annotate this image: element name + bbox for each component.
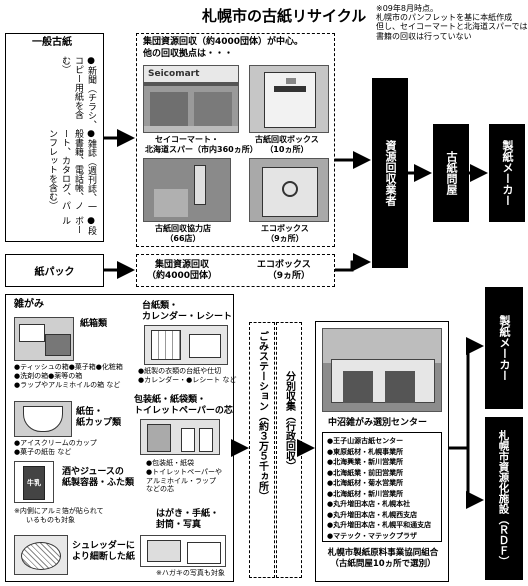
collection-points-box: 集団資源回収（約4000団体）が中心。 他の回収拠点は・・・ Seicomart…: [136, 33, 335, 247]
paper-pack-collection-box: 集団資源回収 （約4000団体） エコボックス （9ヵ所）: [136, 254, 335, 287]
general-paper-box: 一般古紙 ●新聞（チラシ、コピー用紙を含む） ●雑誌（週刊誌、一般書籍、電話帳、…: [5, 33, 104, 242]
misc-paper-box: 雑がみ 紙箱類 ●ティッシュの箱●菓子箱●化粧箱 ●洗剤の箱●薬等の箱 ●ラップ…: [5, 294, 237, 582]
sorting-center-photo: [322, 328, 442, 412]
sorting-center-title: 中沼雑がみ選別センター: [328, 418, 428, 428]
collection-heading: 集団資源回収（約4000団体）が中心。: [143, 37, 304, 47]
shredder-label: シュレッダーに より細断した紙: [72, 541, 135, 563]
company-item: ●丸升増田本店・札幌西支店: [327, 510, 418, 519]
general-item: ●雑誌（週刊誌、一般書籍、電話帳、ノート、カタログ、パンフレットを含む）: [47, 129, 96, 212]
postcard-label: はがき・手紙・ 封筒・写真: [156, 509, 220, 531]
separate-collection-box: 分別収集（行政回収）: [276, 322, 302, 578]
company-item: ●王子山源古紙センター: [327, 437, 404, 445]
collection-sub: 他の回収拠点は・・・: [143, 49, 234, 59]
misc-paper-header: 雑がみ: [14, 299, 44, 310]
recycling-dealer-label: 資源回収業者: [384, 140, 397, 206]
rdf-facility-box: 札幌市資源化施設（ＲＤＦ）: [485, 417, 523, 580]
juice-note: ※内側にアルミ箔が貼られて いるものも対象: [14, 507, 104, 524]
general-item: ●段ボール: [60, 216, 96, 236]
juice-label: 酒やジュースの 紙製容器・ふた類: [62, 467, 135, 489]
bag-icon: [140, 419, 220, 455]
rdf-facility-label: 札幌市資源化施設（ＲＤＦ）: [497, 430, 510, 567]
card-label: 台紙類・ カレンダー・レシート: [142, 301, 233, 323]
cup-label: 紙缶・ 紙カップ類: [76, 407, 122, 429]
company-item: ●丸升増田本店・札幌本社: [327, 500, 411, 508]
shredded-paper-icon: [14, 535, 68, 575]
cooperating-shop-photo: [143, 158, 231, 222]
note-line: 札幌市のパンフレットを基に本紙作成: [376, 13, 513, 23]
note-line: 但し、セイコーマートと北海道スパーでは、: [376, 22, 528, 32]
company-item: ●マテック・マテックプラザ: [327, 531, 417, 540]
company-item: ●北海紙材・新川営業所: [327, 489, 404, 498]
note-line: 書籍の回収は行っていない: [376, 31, 472, 41]
pack-eco-box: エコボックス （9ヵ所）: [257, 260, 311, 282]
separate-collection-label: 分別収集（行政回収）: [283, 371, 295, 471]
paper-maker-label: 製紙メーカー: [501, 140, 514, 206]
cooperating-shop-caption: 古紙回収協力店 （66店）: [155, 224, 211, 243]
milk-carton-icon: 牛乳: [14, 461, 54, 503]
source-note: ※09年8月時点。 札幌市のパンフレットを基に本紙作成 但し、セイコーマートと北…: [376, 4, 528, 41]
arrow-pack-to-dealer: [335, 253, 371, 272]
paper-wholesaler-box: 古紙問屋: [433, 124, 469, 222]
paper-box-icon: [14, 317, 74, 361]
eco-box-photo: [249, 158, 329, 222]
company-item: ●丸升増田本店・札幌平和通支店: [327, 521, 432, 529]
seicomart-photo: Seicomart: [143, 65, 239, 133]
paper-wholesaler-label: 古紙問屋: [445, 151, 458, 195]
company-list: ●王子山源古紙センター ●東原紙材・札幌事業所 ●北海興業・新川営業所 ●北海紙…: [322, 432, 442, 542]
paper-box-notes: ●ティッシュの箱●菓子箱●化粧箱 ●洗剤の箱●薬等の箱 ●ラップやアルミホイルの…: [14, 363, 123, 389]
paper-pack-label: 紙パック: [34, 267, 75, 278]
bag-label: 包装紙・紙袋類・ トイレットペーパーの芯: [134, 395, 233, 417]
company-item: ●北海興業・新川営業所: [327, 458, 404, 466]
pack-group-collection: 集団資源回収 （約4000団体）: [147, 260, 218, 282]
card-icon: [144, 325, 228, 365]
recycling-dealer-box: 資源回収業者: [372, 78, 408, 268]
postcard-icon: [140, 535, 226, 567]
paper-maker-box: 製紙メーカー: [489, 124, 525, 222]
postcard-note: ※ハガキの写真も対象: [156, 569, 225, 577]
garbage-station-box: ごみステーション（約３万５千ヵ所）: [249, 322, 275, 578]
card-notes: ●紙製の衣類の台紙や仕切 ●カレンダー・●レシート など: [138, 367, 237, 384]
seicomart-sign: Seicomart: [148, 69, 200, 79]
note-line: ※09年8月時点。: [376, 4, 438, 13]
paper-box-label: 紙箱類: [80, 319, 108, 329]
general-paper-header: 一般古紙: [32, 37, 72, 48]
cup-notes: ●アイスクリームのカップ ●菓子の紙缶 など: [14, 439, 97, 456]
sorting-center-footer: 札幌市製紙原料事業協同組合 （古紙問屋10ヵ所で選別）: [327, 548, 439, 570]
company-item: ●北海紙材・菊水営業所: [327, 479, 404, 487]
page-title: 札幌市の古紙リサイクル: [202, 7, 367, 25]
cup-icon: [14, 401, 72, 437]
paper-pack-box: 紙パック: [5, 254, 104, 287]
paper-maker-output-label: 製紙メーカー: [498, 315, 511, 381]
paper-maker-output-box: 製紙メーカー: [485, 287, 523, 409]
seicomart-caption: セイコーマート・ 北海道スパー（市内360ヵ所）: [145, 135, 258, 154]
company-item: ●東原紙材・札幌事業所: [327, 447, 404, 456]
collection-box-caption: 古紙回収ボックス （10ヵ所）: [255, 135, 319, 154]
garbage-station-label: ごみステーション（約３万５千ヵ所）: [256, 331, 268, 501]
sorting-center-box: 中沼雑がみ選別センター ●王子山源古紙センター ●東原紙材・札幌事業所 ●北海興…: [315, 321, 449, 582]
bag-notes: ●包装紙・紙袋 ●トイレットペーパーや アルミホイル・ラップ などの芯: [146, 459, 223, 494]
collection-box-photo: [249, 65, 329, 133]
eco-box-caption: エコボックス （9ヵ所）: [261, 224, 309, 243]
company-item: ●北海紙業・前田営業所: [327, 468, 404, 477]
general-item: ●新聞（チラシ、コピー用紙を含む）: [60, 56, 96, 129]
